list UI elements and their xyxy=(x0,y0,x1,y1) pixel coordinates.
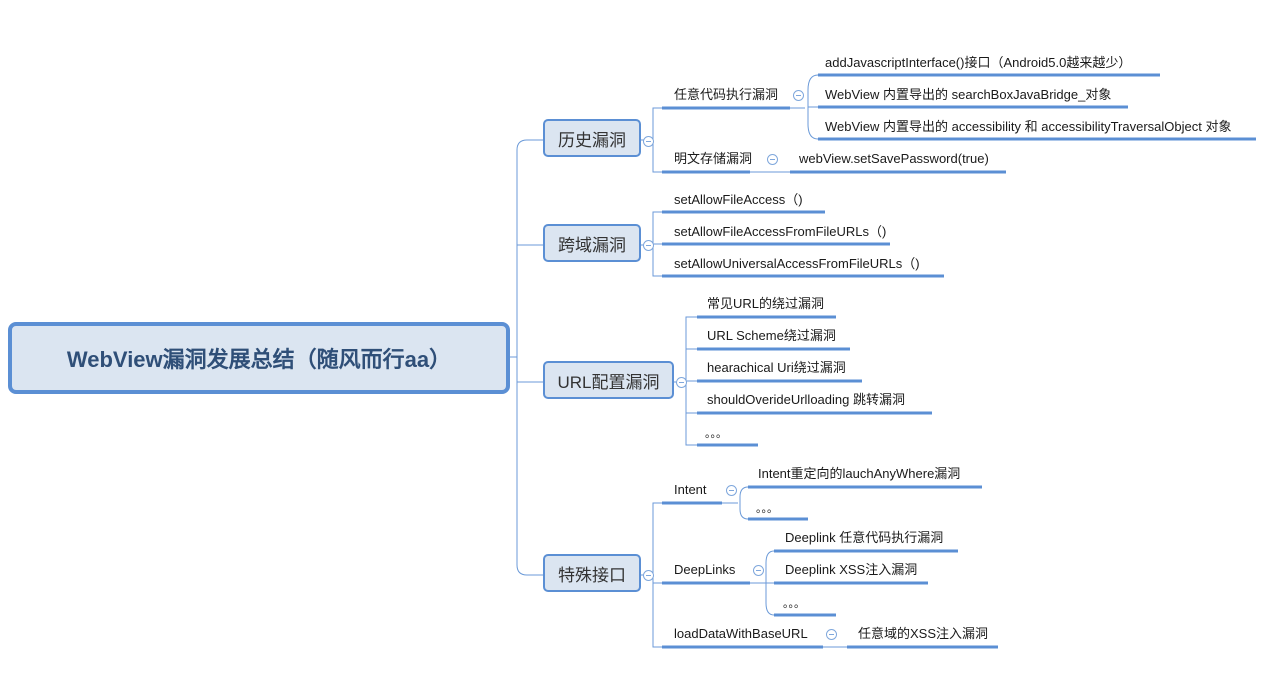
node-rce[interactable]: 任意代码执行漏洞 xyxy=(674,87,779,102)
leaf-node[interactable]: 。。。 xyxy=(756,503,778,515)
leaf-node[interactable]: setAllowFileAccessFromFileURLs（) xyxy=(674,224,887,239)
root-node[interactable]: WebView漏洞发展总结（随风而行aa） xyxy=(8,322,510,394)
collapse-icon[interactable] xyxy=(726,485,737,496)
leaf-node[interactable]: shouldOverideUrlloading 跳转漏洞 xyxy=(707,392,905,407)
leaf-node[interactable]: 常见URL的绕过漏洞 xyxy=(707,296,825,311)
leaf-node[interactable]: 。。。 xyxy=(783,598,805,610)
leaf-node[interactable]: hearachical Uri绕过漏洞 xyxy=(707,360,846,375)
collapse-icon[interactable] xyxy=(643,570,654,581)
collapse-icon[interactable] xyxy=(826,629,837,640)
leaf-node[interactable]: Deeplink XSS注入漏洞 xyxy=(785,562,918,577)
collapse-icon[interactable] xyxy=(767,154,778,165)
node-deeplinks[interactable]: DeepLinks xyxy=(674,562,736,577)
collapse-icon[interactable] xyxy=(643,136,654,147)
node-special[interactable]: 特殊接口 xyxy=(543,554,641,592)
leaf-node[interactable]: Deeplink 任意代码执行漏洞 xyxy=(785,530,944,545)
leaf-node[interactable]: URL Scheme绕过漏洞 xyxy=(707,328,836,343)
leaf-node[interactable]: WebView 内置导出的 accessibility 和 accessibil… xyxy=(825,119,1232,134)
node-urlconfig[interactable]: URL配置漏洞 xyxy=(543,361,674,399)
collapse-icon[interactable] xyxy=(676,377,687,388)
leaf-node[interactable]: setAllowUniversalAccessFromFileURLs（) xyxy=(674,256,920,271)
node-plaintext[interactable]: 明文存储漏洞 xyxy=(674,151,753,166)
leaf-node[interactable]: webView.setSavePassword(true) xyxy=(799,151,989,166)
leaf-node[interactable]: 。。。 xyxy=(705,428,727,440)
node-loaddata[interactable]: loadDataWithBaseURL xyxy=(674,626,808,641)
leaf-node[interactable]: setAllowFileAccess（) xyxy=(674,192,803,207)
node-crossdomain[interactable]: 跨域漏洞 xyxy=(543,224,641,262)
node-history[interactable]: 历史漏洞 xyxy=(543,119,641,157)
collapse-icon[interactable] xyxy=(793,90,804,101)
leaf-node[interactable]: WebView 内置导出的 searchBoxJavaBridge_对象 xyxy=(825,87,1112,102)
collapse-icon[interactable] xyxy=(753,565,764,576)
leaf-node[interactable]: 任意域的XSS注入漏洞 xyxy=(858,626,989,641)
collapse-icon[interactable] xyxy=(643,240,654,251)
leaf-node[interactable]: addJavascriptInterface()接口（Android5.0越来越… xyxy=(825,55,1132,70)
node-intent[interactable]: Intent xyxy=(674,482,707,497)
leaf-node[interactable]: Intent重定向的lauchAnyWhere漏洞 xyxy=(758,466,961,481)
